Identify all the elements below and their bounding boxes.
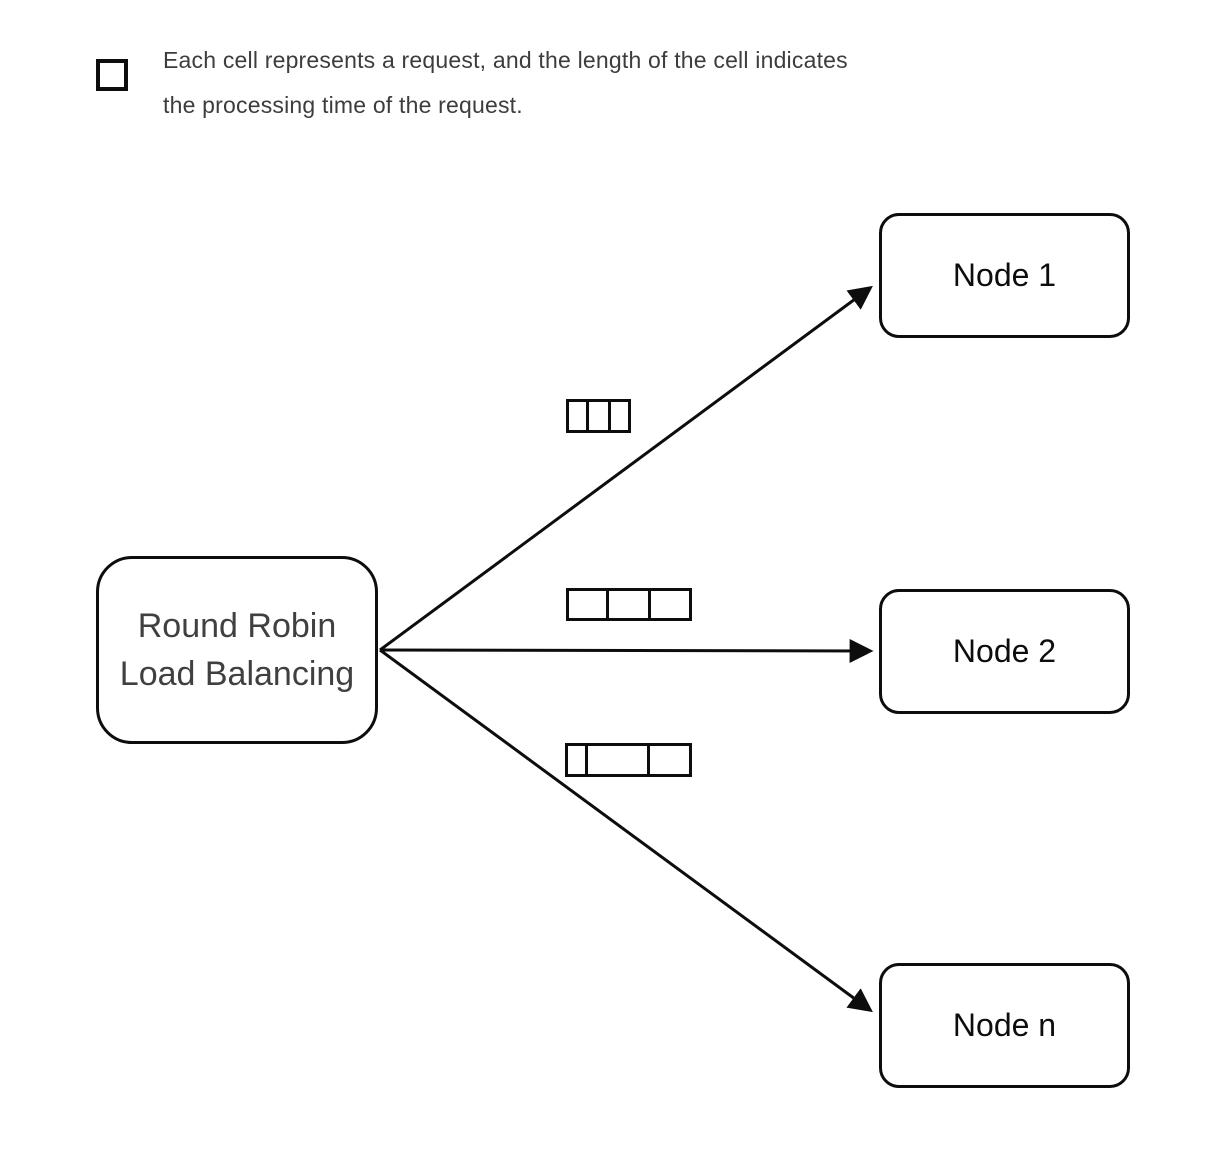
- arrow-to-node-2: [379, 638, 874, 663]
- request-cell: [647, 746, 689, 774]
- node-2-box: Node 2: [879, 589, 1130, 714]
- request-cell: [607, 402, 628, 430]
- request-strip-node-1: [566, 399, 631, 433]
- node-2-label: Node 2: [952, 633, 1057, 669]
- load-balancer-label: Round Robin Load Balancing: [120, 602, 354, 698]
- node-1-label: Node 1: [952, 257, 1057, 293]
- request-strip-node-n: [565, 743, 692, 777]
- request-cell: [606, 591, 648, 618]
- request-cell: [569, 402, 587, 430]
- load-balancer-label-line1: Round Robin: [137, 607, 337, 645]
- node-n-box: Node n: [879, 963, 1130, 1088]
- request-cell: [585, 746, 648, 774]
- request-cell: [586, 402, 608, 430]
- legend-caption: Each cell represents a request, and the …: [163, 38, 983, 128]
- request-cell: [568, 746, 586, 774]
- request-strip-node-2: [566, 588, 692, 621]
- legend-caption-line1: Each cell represents a request, and the …: [163, 47, 848, 73]
- request-cell: [648, 591, 689, 618]
- load-balancer-box: Round Robin Load Balancing: [96, 556, 378, 744]
- node-1-box: Node 1: [879, 213, 1130, 338]
- arrow-to-node-n: [379, 648, 873, 1013]
- cell-square-icon: [96, 59, 128, 91]
- legend-caption-line2: the processing time of the request.: [163, 92, 523, 118]
- node-n-label: Node n: [952, 1007, 1057, 1043]
- request-cell: [569, 591, 607, 618]
- load-balancer-label-line2: Load Balancing: [119, 655, 355, 693]
